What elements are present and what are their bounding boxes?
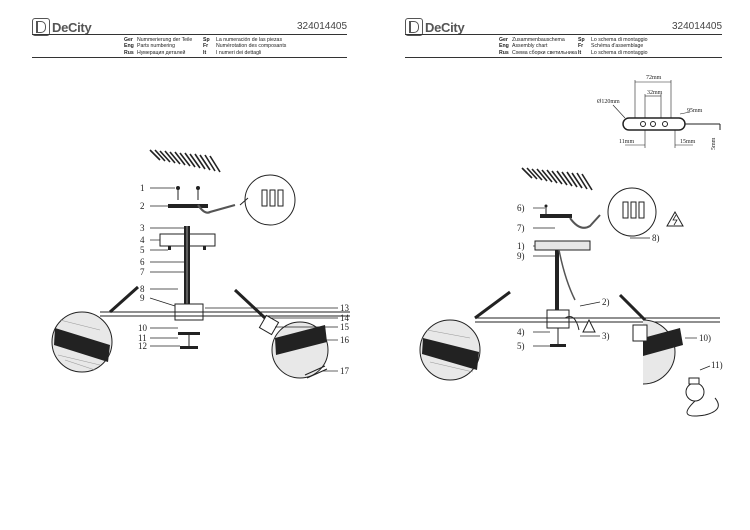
part-17-detail <box>304 365 328 379</box>
electric-warning-icon <box>666 210 684 227</box>
callout-labels-left: 6) 7) 1) 9) 4) 5) <box>517 203 525 351</box>
callout-1: 1) <box>517 241 525 251</box>
header-rule-top <box>32 34 347 35</box>
callout-2: 2) <box>602 297 610 307</box>
ceiling-hatch <box>521 167 593 191</box>
header-rule-bottom <box>405 57 722 58</box>
doc-number: 324014405 <box>672 21 723 32</box>
doc-number: 324014405 <box>297 21 348 32</box>
dimension-11mm: 11mm <box>619 139 634 145</box>
mounting-bracket <box>540 214 572 218</box>
arm-left <box>474 290 511 320</box>
dimension-32mm: 32mm <box>647 90 663 96</box>
callout-15: 15 <box>340 322 350 332</box>
assembly-diagram: 72mm 32mm Ø120mm 95mm 11mm 15mm 5mm <box>419 75 723 417</box>
callout-labels-right: 13 14 15 16 17 <box>340 303 350 376</box>
callout-9: 9) <box>517 251 525 261</box>
dimension-95mm: 95mm <box>687 108 703 114</box>
glass-globe-right <box>258 314 329 379</box>
brand-name: DeCity <box>425 19 465 35</box>
logo-icon <box>405 18 423 36</box>
callout-5: 5 <box>140 245 145 255</box>
central-hub <box>546 309 570 329</box>
callout-10: 10 <box>138 323 148 333</box>
callout-8: 8) <box>652 233 660 243</box>
arm-left <box>109 285 139 314</box>
mounting-screws <box>176 186 200 200</box>
callout-4: 4) <box>517 327 525 337</box>
callout-7: 7) <box>517 223 525 233</box>
callout-labels-left: 1 2 3 4 5 6 7 8 9 10 11 12 <box>138 183 148 351</box>
header-rule-bottom <box>32 57 347 58</box>
canopy <box>534 240 591 251</box>
bracket-dimension-drawing: 72mm 32mm Ø120mm 95mm 11mm 15mm 5mm <box>597 75 721 150</box>
callout-12: 12 <box>138 341 147 351</box>
dimension-120mm: Ø120mm <box>597 99 620 105</box>
dimension-72mm: 72mm <box>646 75 662 81</box>
header-rule-top <box>405 34 722 35</box>
callout-5: 5) <box>517 341 525 351</box>
glass-globe-right <box>632 319 683 385</box>
glass-globe-left <box>51 311 113 373</box>
ceiling-hatch <box>149 149 221 173</box>
brand-name: DeCity <box>52 19 92 35</box>
light-bulb <box>685 377 719 417</box>
mounting-bracket <box>168 204 208 208</box>
electric-warning-icon-small <box>582 318 596 333</box>
finial <box>550 344 566 347</box>
callout-17: 17 <box>340 366 350 376</box>
callout-6: 6) <box>517 203 525 213</box>
callout-11: 11) <box>711 360 723 370</box>
callout-1: 1 <box>140 183 145 193</box>
callout-10: 10) <box>699 333 711 343</box>
logo-icon <box>32 18 50 36</box>
callout-8: 8 <box>140 284 145 294</box>
arm-right <box>233 288 267 320</box>
dimension-5mm: 5mm <box>711 137 717 150</box>
parts-diagram: 1 2 3 4 5 6 7 8 9 10 11 12 13 14 15 16 1… <box>51 149 350 379</box>
arm-right <box>618 293 647 322</box>
callout-7: 7 <box>140 267 145 277</box>
callout-9: 9 <box>140 293 145 303</box>
callout-2: 2 <box>140 201 145 211</box>
glass-globe-left <box>419 319 481 381</box>
callout-3: 3) <box>602 331 610 341</box>
callout-13: 13 <box>340 303 350 313</box>
finial <box>180 346 198 349</box>
callout-16: 16 <box>340 335 350 345</box>
callout-6: 6 <box>140 257 145 267</box>
brand-logo: DeCity <box>32 18 92 36</box>
callout-11: 11 <box>138 333 147 343</box>
callout-4: 4 <box>140 235 145 245</box>
callout-14: 14 <box>340 313 350 323</box>
dimension-15mm: 15mm <box>680 139 696 145</box>
lamp-socket <box>258 314 280 336</box>
stem-rod <box>555 250 559 310</box>
callout-3: 3 <box>140 223 145 233</box>
lamp-socket <box>632 324 648 342</box>
callout-labels-right: 8) 2) 3) 10) 11) <box>602 233 723 370</box>
brand-logo: DeCity <box>405 18 465 36</box>
